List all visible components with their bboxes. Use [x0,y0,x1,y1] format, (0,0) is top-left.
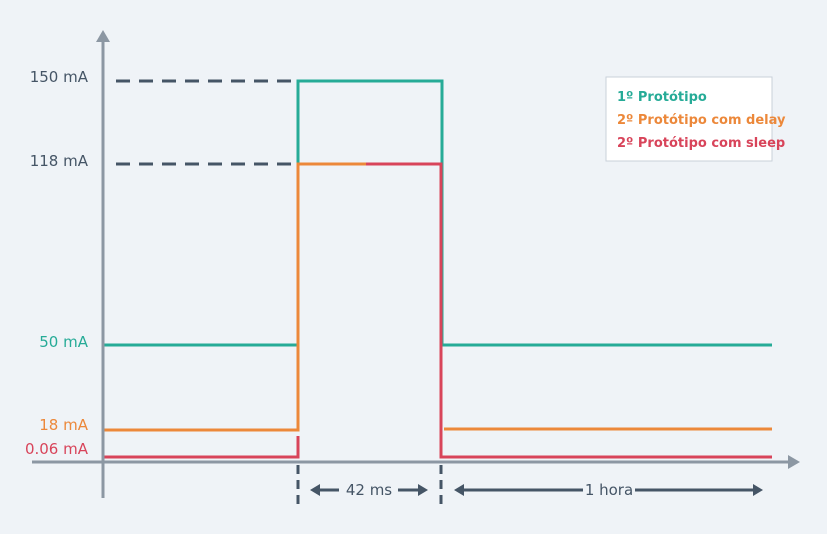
y-label-118: 118 mA [30,152,89,170]
series-proto2-sleep-trace [104,436,300,459]
y-label-18: 18 mA [39,416,88,434]
dim-42ms-arrow-left [310,484,320,496]
series-proto2-sleep-trace-high [366,162,772,459]
x-axis-arrowhead [788,455,800,469]
dim-1hora-label: 1 hora [585,481,633,499]
dim-1hora-arrow-right [753,484,763,496]
legend: 1º Protótipo 2º Protótipo com delay 2º P… [605,76,786,162]
legend-item-proto2-delay: 2º Protótipo com delay [617,113,786,128]
dim-42ms-arrow-right [418,484,428,496]
legend-box [605,76,773,162]
dim-42ms-label: 42 ms [346,481,392,499]
y-label-50: 50 mA [39,333,88,351]
legend-item-proto2-sleep: 2º Protótipo com sleep [617,136,785,151]
y-label-150: 150 mA [30,68,89,86]
series-proto1-trace [104,79,772,347]
y-label-006: 0.06 mA [25,440,89,458]
dim-1hora-arrow-left [454,484,464,496]
series-proto2-delay-trace [104,162,366,432]
legend-item-proto1: 1º Protótipo [617,90,707,105]
y-axis-arrowhead [96,30,110,42]
